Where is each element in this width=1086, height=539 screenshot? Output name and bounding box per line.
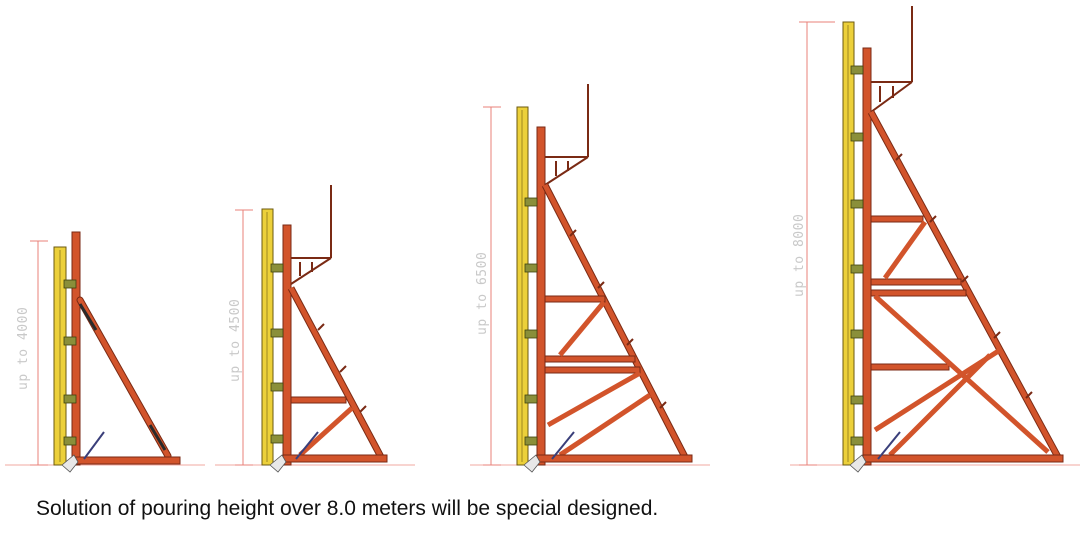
timber-beam [842, 21, 855, 466]
frame-4000: up to 4000 [5, 231, 205, 473]
platform-bracket [544, 84, 589, 186]
cross-brace [546, 370, 642, 428]
anchor-rod [877, 431, 901, 460]
horizontal-strut [870, 363, 950, 371]
horizontal-strut [544, 295, 606, 303]
horizontal-strut [870, 289, 967, 297]
cross-brace [888, 353, 992, 457]
coupler-set [524, 197, 538, 446]
waler-column [536, 126, 546, 466]
waler-column [71, 231, 81, 466]
cross-brace [882, 220, 928, 280]
base-plate [61, 454, 79, 473]
stud-set [317, 323, 367, 413]
waler-column [282, 224, 292, 466]
horizontal-strut [870, 278, 962, 286]
cross-brace [558, 300, 606, 357]
frame-8000: up to 8000 [790, 6, 1080, 473]
frame-label: up to 4500 [228, 299, 243, 382]
coupler-set [270, 263, 284, 444]
base-rail [536, 454, 693, 463]
horizontal-strut [544, 366, 641, 374]
anchor-rod [295, 431, 319, 460]
frame-label: up to 6500 [475, 252, 490, 335]
timber-beam [516, 106, 529, 466]
frame-6500: up to 6500 [470, 84, 710, 473]
frame-label: up to 4000 [16, 307, 31, 390]
base-plate [523, 454, 541, 473]
horizontal-strut [544, 355, 636, 363]
push-pull-prop [76, 296, 172, 460]
cross-brace [298, 406, 354, 457]
anchor-rod [83, 431, 105, 460]
caption: Solution of pouring height over 8.0 mete… [36, 497, 659, 520]
stud-set [895, 153, 1033, 399]
frame-4500: up to 4500 [215, 185, 415, 473]
horizontal-strut [290, 396, 347, 404]
platform-bracket [870, 6, 913, 113]
platform-bracket [290, 185, 332, 285]
frame-label: up to 8000 [792, 214, 807, 297]
base-plate [269, 454, 287, 473]
base-rail [862, 454, 1064, 463]
dimension-line [235, 209, 253, 466]
dimension-line [483, 106, 501, 466]
cross-brace [558, 392, 652, 458]
base-rail [71, 456, 181, 465]
stud-set [569, 229, 667, 409]
anchor-rod [551, 431, 575, 460]
coupler-set [63, 279, 77, 446]
dimension-line [799, 21, 835, 466]
dimension-line [30, 240, 48, 466]
base-plate [849, 454, 867, 473]
coupler-set [850, 65, 864, 446]
waler-column [862, 47, 872, 466]
horizontal-strut [870, 215, 924, 223]
